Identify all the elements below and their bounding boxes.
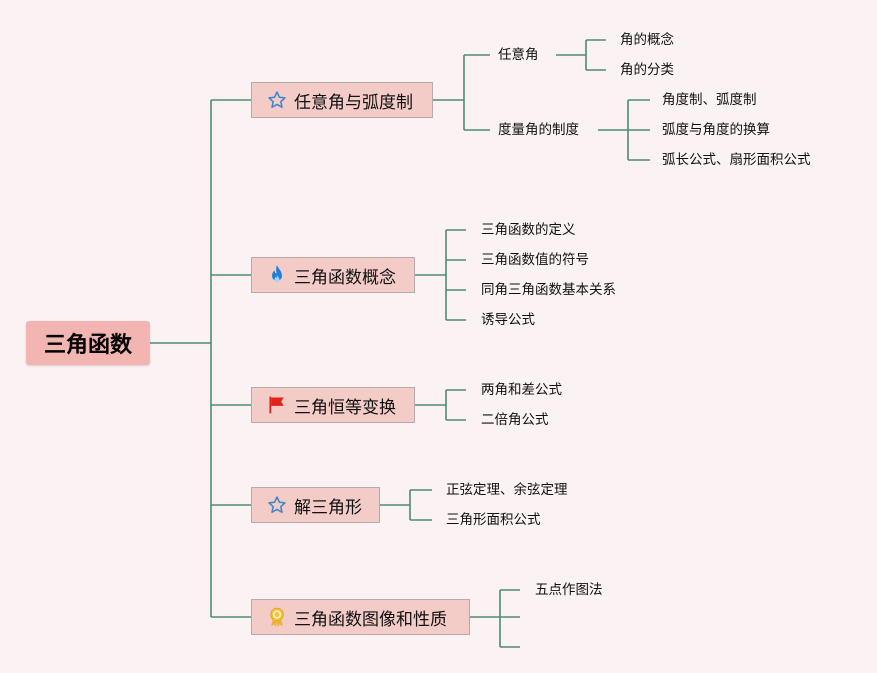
- leaf-node[interactable]: 三角函数的定义: [481, 222, 576, 238]
- red-flag-icon: [266, 394, 288, 416]
- award-medal-icon: [266, 606, 288, 628]
- topic-node-angles-radians[interactable]: 任意角与弧度制: [251, 82, 433, 118]
- topic-node-trig-concept[interactable]: 三角函数概念: [251, 257, 415, 293]
- topic-label: 三角函数概念: [294, 267, 396, 288]
- leaf-node[interactable]: 同角三角函数基本关系: [481, 282, 616, 298]
- leaf-node[interactable]: 角度制、弧度制: [662, 92, 757, 108]
- leaf-node[interactable]: 五点作图法: [535, 582, 603, 598]
- leaf-node[interactable]: 角的概念: [620, 32, 674, 48]
- leaf-node[interactable]: 弧长公式、扇形面积公式: [662, 152, 811, 168]
- leaf-node[interactable]: 三角函数值的符号: [481, 252, 589, 268]
- flame-icon: [266, 264, 288, 286]
- topic-node-graphs-properties[interactable]: 三角函数图像和性质: [251, 599, 470, 635]
- leaf-node[interactable]: 正弦定理、余弦定理: [446, 482, 568, 498]
- leaf-node[interactable]: 诱导公式: [481, 312, 535, 328]
- topic-node-solve-triangle[interactable]: 解三角形: [251, 487, 380, 523]
- topic-label: 解三角形: [294, 497, 362, 518]
- topic-label: 三角恒等变换: [294, 397, 396, 418]
- leaf-node[interactable]: 弧度与角度的换算: [662, 122, 770, 138]
- root-label: 三角函数: [43, 333, 132, 358]
- root-node[interactable]: 三角函数: [26, 321, 150, 365]
- subtopic-angle-measure[interactable]: 度量角的制度: [498, 122, 579, 138]
- subtopic-arbitrary-angle[interactable]: 任意角: [498, 47, 539, 63]
- star-icon: [266, 89, 288, 111]
- leaf-node[interactable]: 两角和差公式: [481, 382, 562, 398]
- leaf-node[interactable]: 角的分类: [620, 62, 674, 78]
- topic-label: 任意角与弧度制: [294, 92, 413, 113]
- topic-label: 三角函数图像和性质: [294, 609, 447, 630]
- topic-node-identities[interactable]: 三角恒等变换: [251, 387, 415, 423]
- star-icon: [266, 494, 288, 516]
- leaf-node[interactable]: 二倍角公式: [481, 412, 549, 428]
- leaf-node[interactable]: 三角形面积公式: [446, 512, 541, 528]
